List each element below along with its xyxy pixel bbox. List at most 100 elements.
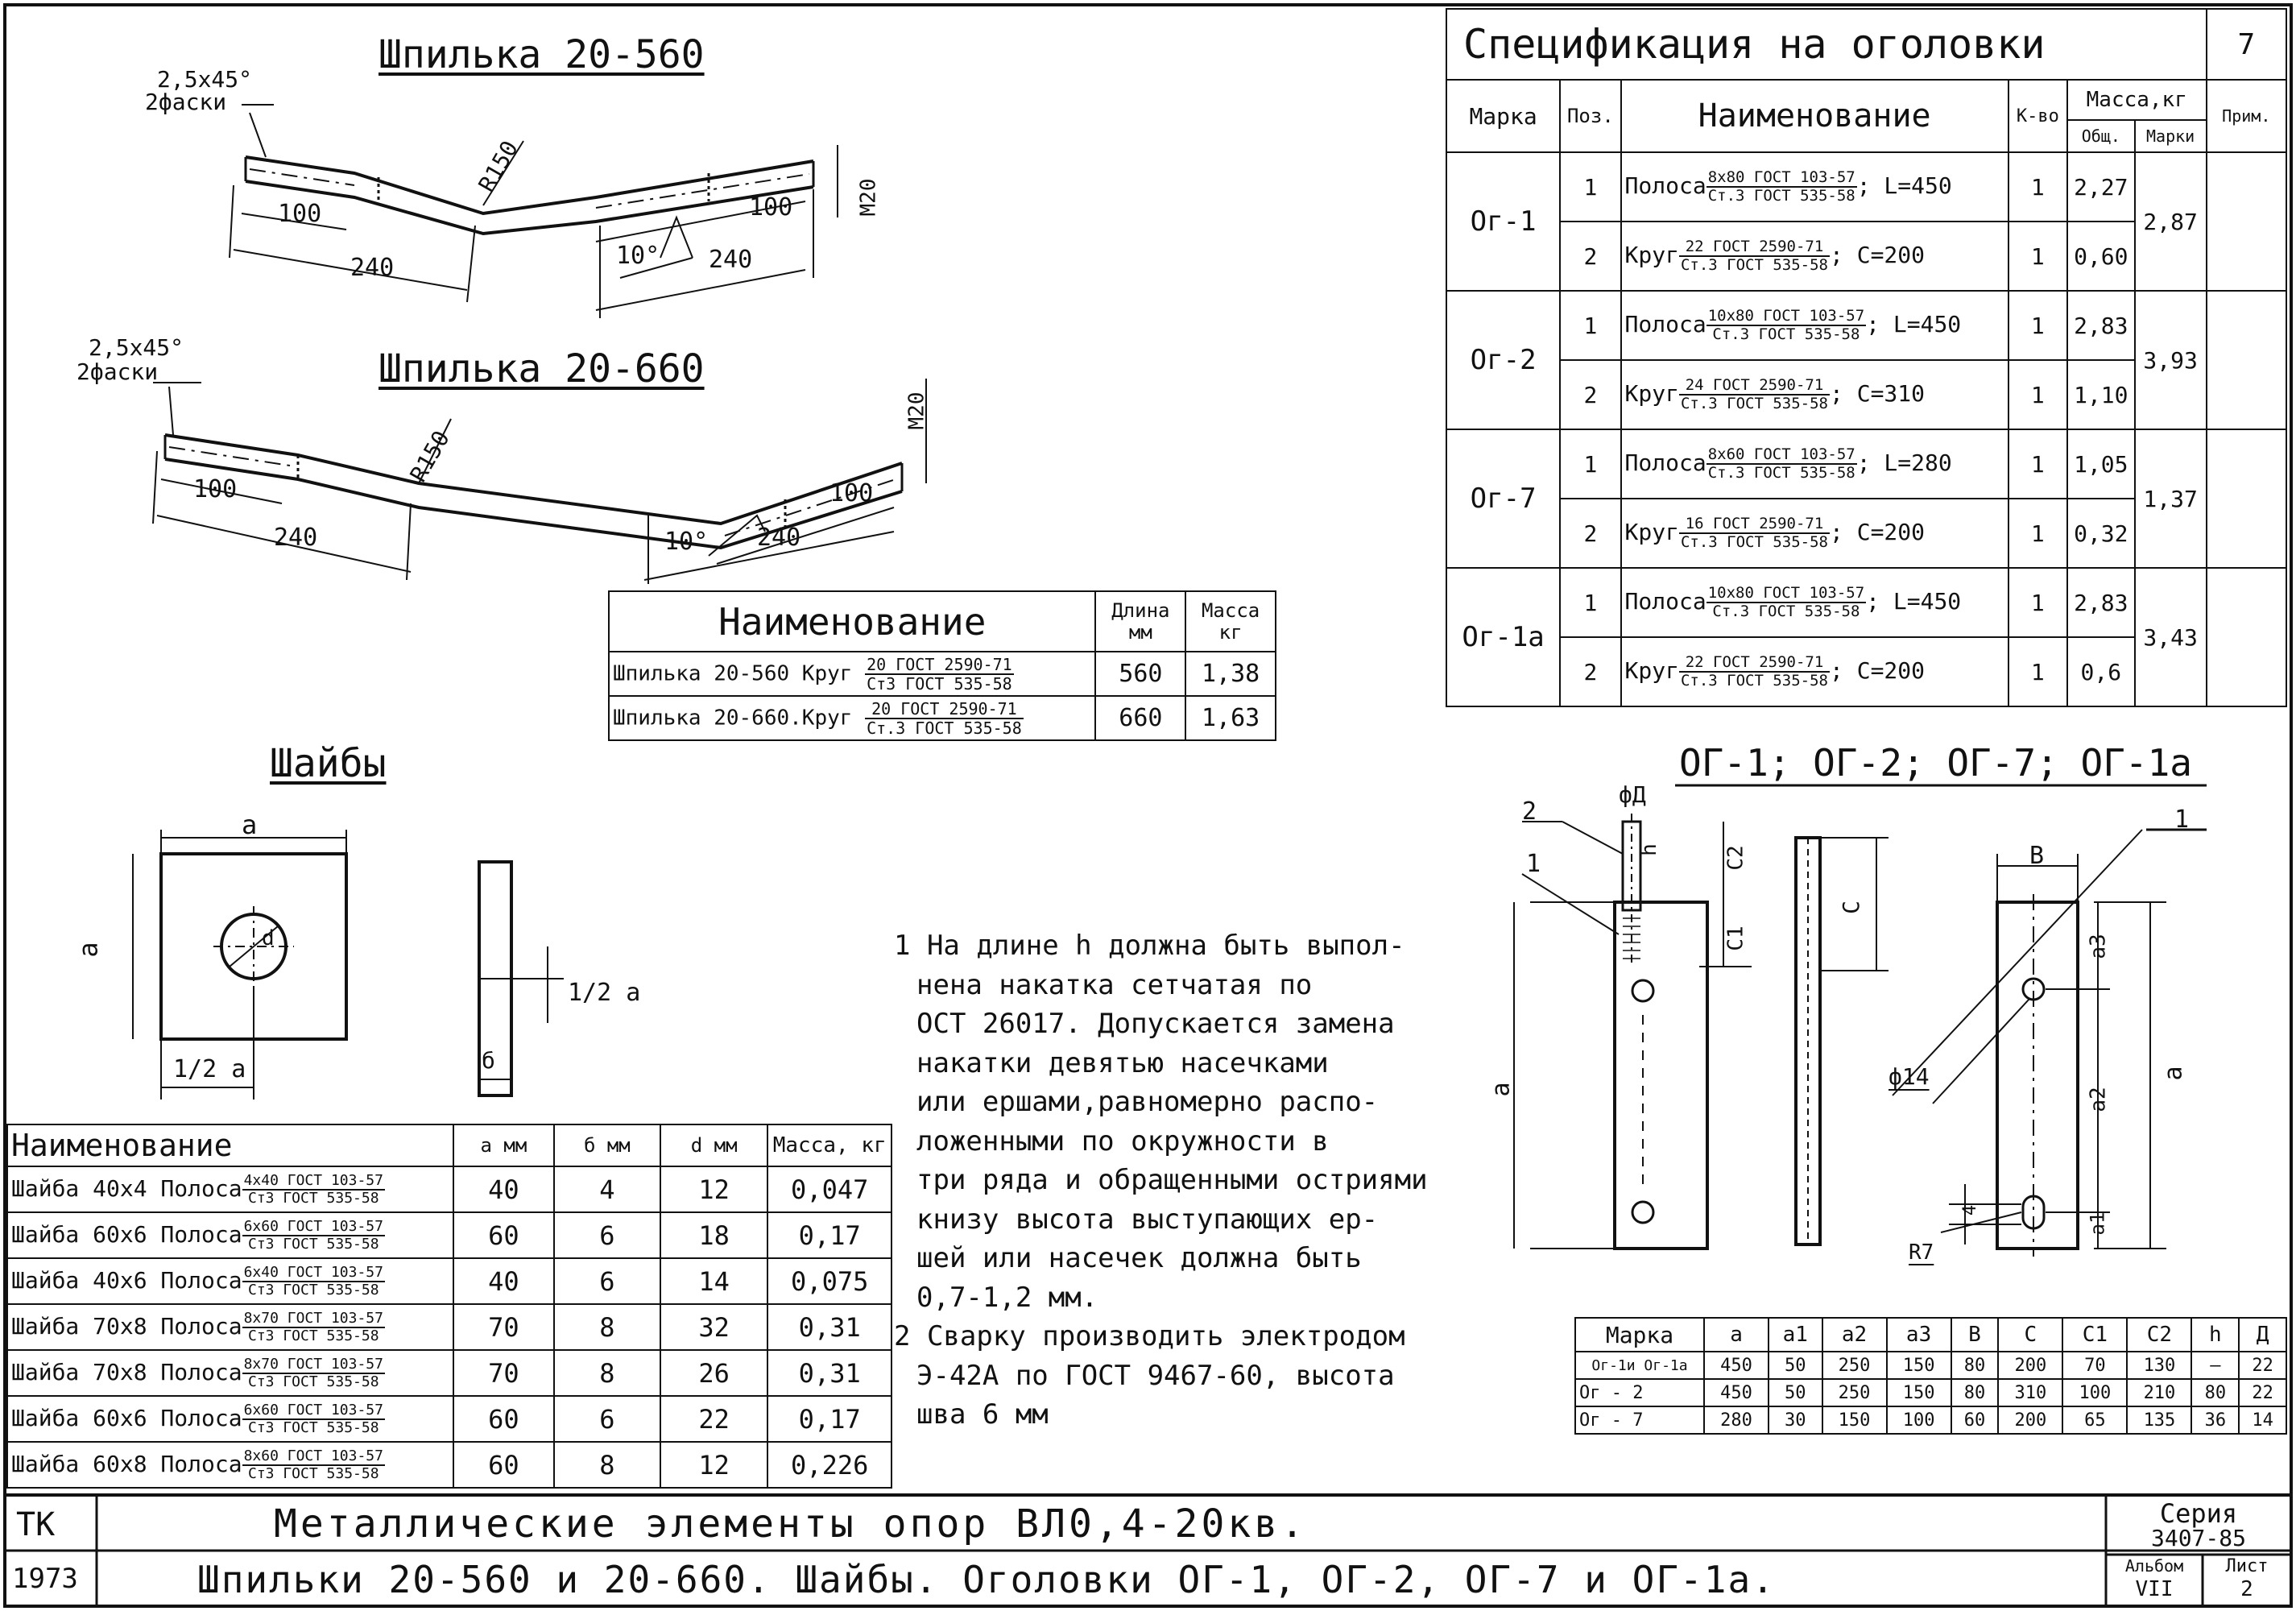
washer-dim-b: б [482, 1047, 495, 1074]
spec-pos: 1 [1559, 290, 1622, 361]
washers-title: Шайбы [270, 741, 387, 786]
dims-cell: 65 [2062, 1406, 2128, 1435]
washer-a: 40 [453, 1257, 555, 1305]
stud660-240a: 240 [274, 524, 318, 552]
dims-cell: 80 [1950, 1378, 2000, 1407]
spec-note [2205, 151, 2288, 292]
dims-cell: 250 [1821, 1378, 1888, 1407]
washer-b: 6 [552, 1211, 661, 1259]
washer-a: 40 [453, 1166, 555, 1213]
spec-mass: 0,60 [2066, 221, 2136, 292]
washer-steel: Ст3 ГОСТ 535-58 [247, 1418, 379, 1436]
spec-item-gost: 10х80 ГОСТ 103-57 [1706, 584, 1867, 603]
spec-item-gost: 16 ГОСТ 2590-71 [1678, 516, 1830, 534]
washer-mass: 0,31 [767, 1349, 892, 1397]
washer-name: Шайба 70х8 Полоса [11, 1312, 242, 1340]
washer-dim-half-a-side: 1/2 а [568, 979, 641, 1007]
spec-mark: Ог-1а [1445, 567, 1562, 707]
spec-header-name: Наименование [1620, 79, 2009, 153]
spec-table: Спецификация на оголовки 7 Марка Поз. На… [1445, 8, 2288, 707]
spec-item-tail: ; С=200 [1830, 657, 1926, 684]
dims-header: С2 [2126, 1317, 2193, 1352]
dims-cell: 150 [1885, 1351, 1952, 1380]
stud560-240a: 240 [350, 254, 395, 282]
dims-header: а2 [1821, 1317, 1888, 1352]
spec-item-gost: 8х80 ГОСТ 103-57 [1706, 168, 1857, 188]
spec-pos: 2 [1559, 636, 1622, 707]
washer-b: 8 [552, 1349, 661, 1397]
spec-mass-mark: 3,43 [2133, 567, 2207, 707]
spec-mass: 1,10 [2066, 359, 2136, 430]
spec-item-steel: Ст.3 ГОСТ 535-58 [1680, 256, 1828, 274]
stud-660-drawing [152, 379, 927, 584]
stud-row-mass: 1,63 [1185, 695, 1276, 741]
washer-a: 60 [453, 1395, 555, 1443]
dims-cell: 450 [1702, 1351, 1770, 1380]
table-row: Ог - 2 450 50 250 150 80 310 100 210 80 … [1574, 1378, 2287, 1407]
washer-gost: 6х60 ГОСТ 103-57 [242, 1217, 385, 1236]
washer-gost: 8х60 ГОСТ 103-57 [242, 1447, 385, 1466]
studs-header-mass: Масса кг [1185, 590, 1276, 652]
washer-b: 4 [552, 1166, 661, 1213]
dims-cell: 60 [1950, 1406, 2000, 1435]
stud560-thread: М20 [856, 178, 881, 217]
stud-row-name: Шпилька 20-560 Круг [613, 661, 853, 685]
note-line: нена накатка сетчатая по [916, 968, 1313, 1001]
washer-d: 14 [659, 1257, 769, 1305]
dims-header: В [1950, 1317, 2000, 1352]
spec-item-steel: Ст.3 ГОСТ 535-58 [1712, 603, 1860, 620]
spec-item-name: Круг [1624, 380, 1679, 407]
dims-header: h [2191, 1317, 2240, 1352]
og-right-drawing [1892, 829, 2166, 1257]
spec-item-gost: 22 ГОСТ 2590-71 [1678, 655, 1830, 673]
spec-header-qty: К-во [2007, 79, 2068, 153]
stud560-240b: 240 [709, 246, 753, 274]
washer-steel: Ст3 ГОСТ 535-58 [247, 1235, 379, 1253]
spec-item-name: Круг [1624, 519, 1679, 545]
dims-cell: 200 [1997, 1406, 2064, 1435]
dims-cell: 50 [1768, 1378, 1823, 1407]
washer-b: 8 [552, 1441, 661, 1489]
dims-cell: 310 [1997, 1378, 2064, 1407]
dims-header: С [1997, 1317, 2064, 1352]
stud-row-gost: 20 ГОСТ 2590-71 [865, 654, 1014, 675]
dims-cell: 30 [1768, 1406, 1823, 1435]
spec-item-name: Полоса [1624, 588, 1706, 615]
washer-a: 70 [453, 1349, 555, 1397]
spec-item-tail: ; С=200 [1830, 519, 1926, 545]
og-dim-a-right: а [2159, 1066, 2188, 1081]
stud-row-len: 560 [1094, 651, 1187, 697]
washer-dim-d: d [262, 926, 275, 950]
washer-gost: 8х70 ГОСТ 103-57 [242, 1309, 385, 1328]
dims-header: С1 [2062, 1317, 2128, 1352]
stud-560-title: Шпилька 20-560 [379, 32, 705, 77]
spec-note [2205, 290, 2288, 430]
stud660-angle: 10° [664, 528, 709, 556]
washer-mass: 0,17 [767, 1395, 892, 1443]
washers-header-d: d мм [659, 1124, 769, 1167]
spec-item-tail: ; L=450 [1866, 588, 1962, 615]
note-line: ложенными по окружности в [916, 1124, 1329, 1158]
spec-item-tail: ; L=450 [1856, 172, 1952, 199]
washer-gost: 6х40 ГОСТ 103-57 [242, 1263, 385, 1282]
spec-item-name: Полоса [1624, 311, 1706, 338]
dims-cell: — [2191, 1351, 2240, 1380]
washer-gost: 6х60 ГОСТ 103-57 [242, 1401, 385, 1420]
spec-item-gost: 24 ГОСТ 2590-71 [1678, 378, 1830, 396]
dims-header: а [1702, 1317, 1770, 1352]
note-line: 2 Сварку производить электродом [894, 1320, 1405, 1352]
title-line2: Шпильки 20-560 и 20-660. Шайбы. Оголовки… [197, 1558, 1776, 1601]
spec-note [2205, 567, 2288, 707]
dims-cell: 450 [1702, 1378, 1770, 1407]
washer-name: Шайба 60х6 Полоса [11, 1404, 242, 1431]
spec-pos: 2 [1559, 359, 1622, 430]
spec-item-name: Полоса [1624, 172, 1706, 199]
dims-cell: 36 [2191, 1406, 2240, 1435]
washer-steel: Ст3 ГОСТ 535-58 [247, 1189, 379, 1207]
spec-mass: 1,05 [2066, 429, 2136, 499]
dims-cell: 14 [2238, 1406, 2287, 1435]
note-line: 1 На длине h должна быть выпол- [894, 930, 1405, 962]
